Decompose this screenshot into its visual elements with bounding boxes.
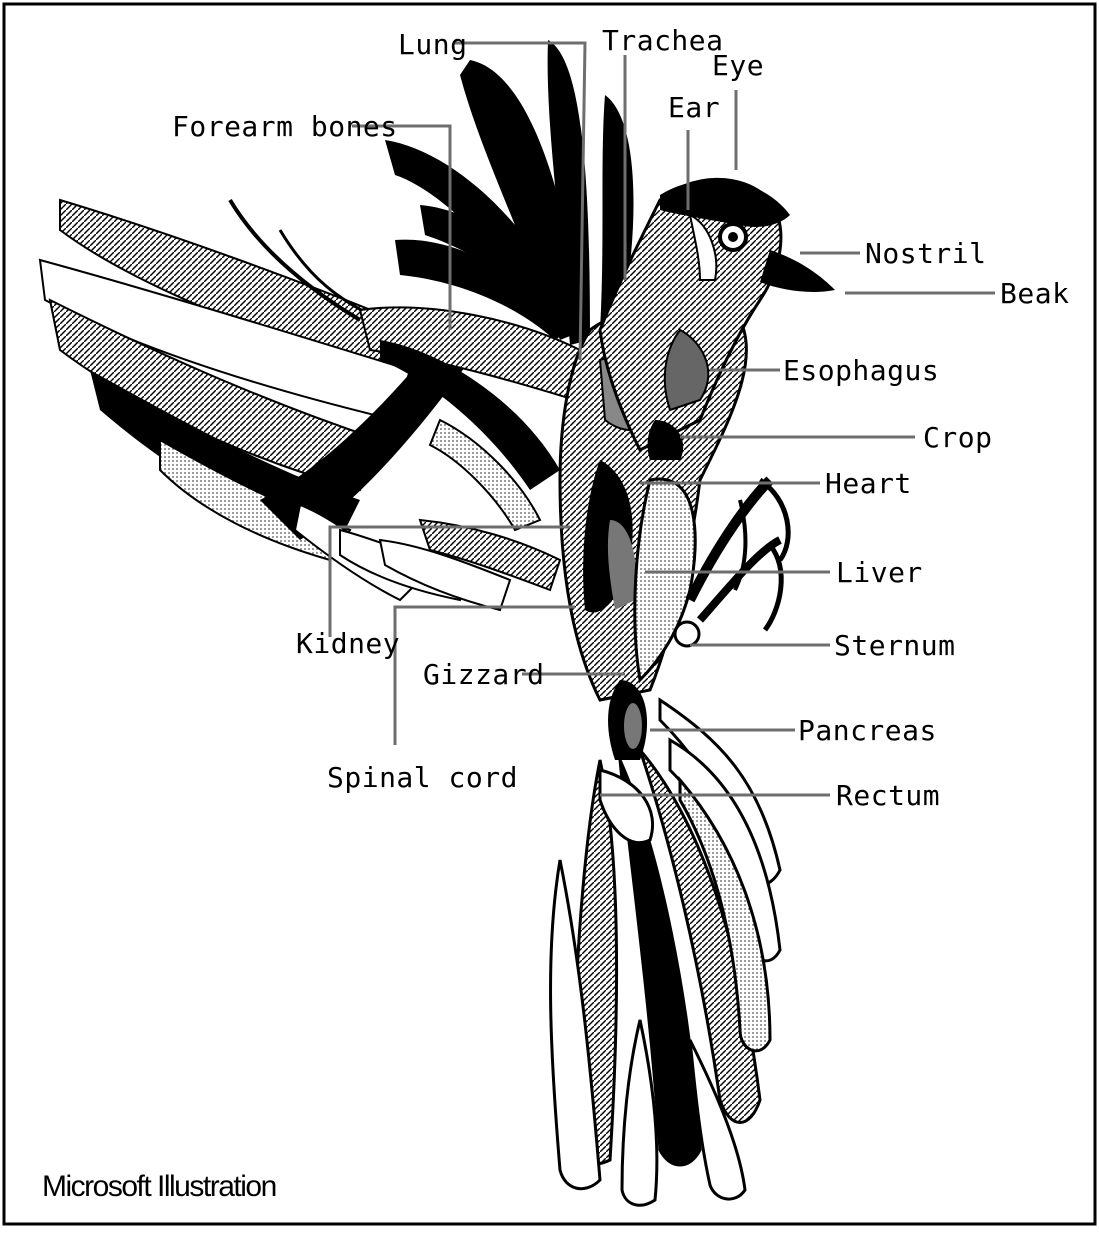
spinal-cord-label: Spinal cord <box>327 761 518 794</box>
eye-label: Eye <box>712 49 764 82</box>
esophagus-label: Esophagus <box>783 354 939 387</box>
trachea-label: Trachea <box>602 24 724 57</box>
beak-label: Beak <box>1000 277 1069 310</box>
pancreas-shape <box>623 702 643 750</box>
credit-text: Microsoft Illustration <box>42 1170 276 1203</box>
crop-label: Crop <box>923 421 992 454</box>
rectum-label: Rectum <box>836 779 940 812</box>
sternum-label: Sternum <box>834 629 956 662</box>
gizzard-label: Gizzard <box>423 658 545 691</box>
liver-label: Liver <box>836 556 923 589</box>
nostril-label: Nostril <box>865 237 987 270</box>
ear-label: Ear <box>668 91 720 124</box>
forearm-bones-label: Forearm bones <box>172 110 398 143</box>
lung-label: Lung <box>398 28 467 61</box>
kidney-label: Kidney <box>296 627 400 660</box>
heart-label: Heart <box>825 467 912 500</box>
pancreas-label: Pancreas <box>798 714 937 747</box>
